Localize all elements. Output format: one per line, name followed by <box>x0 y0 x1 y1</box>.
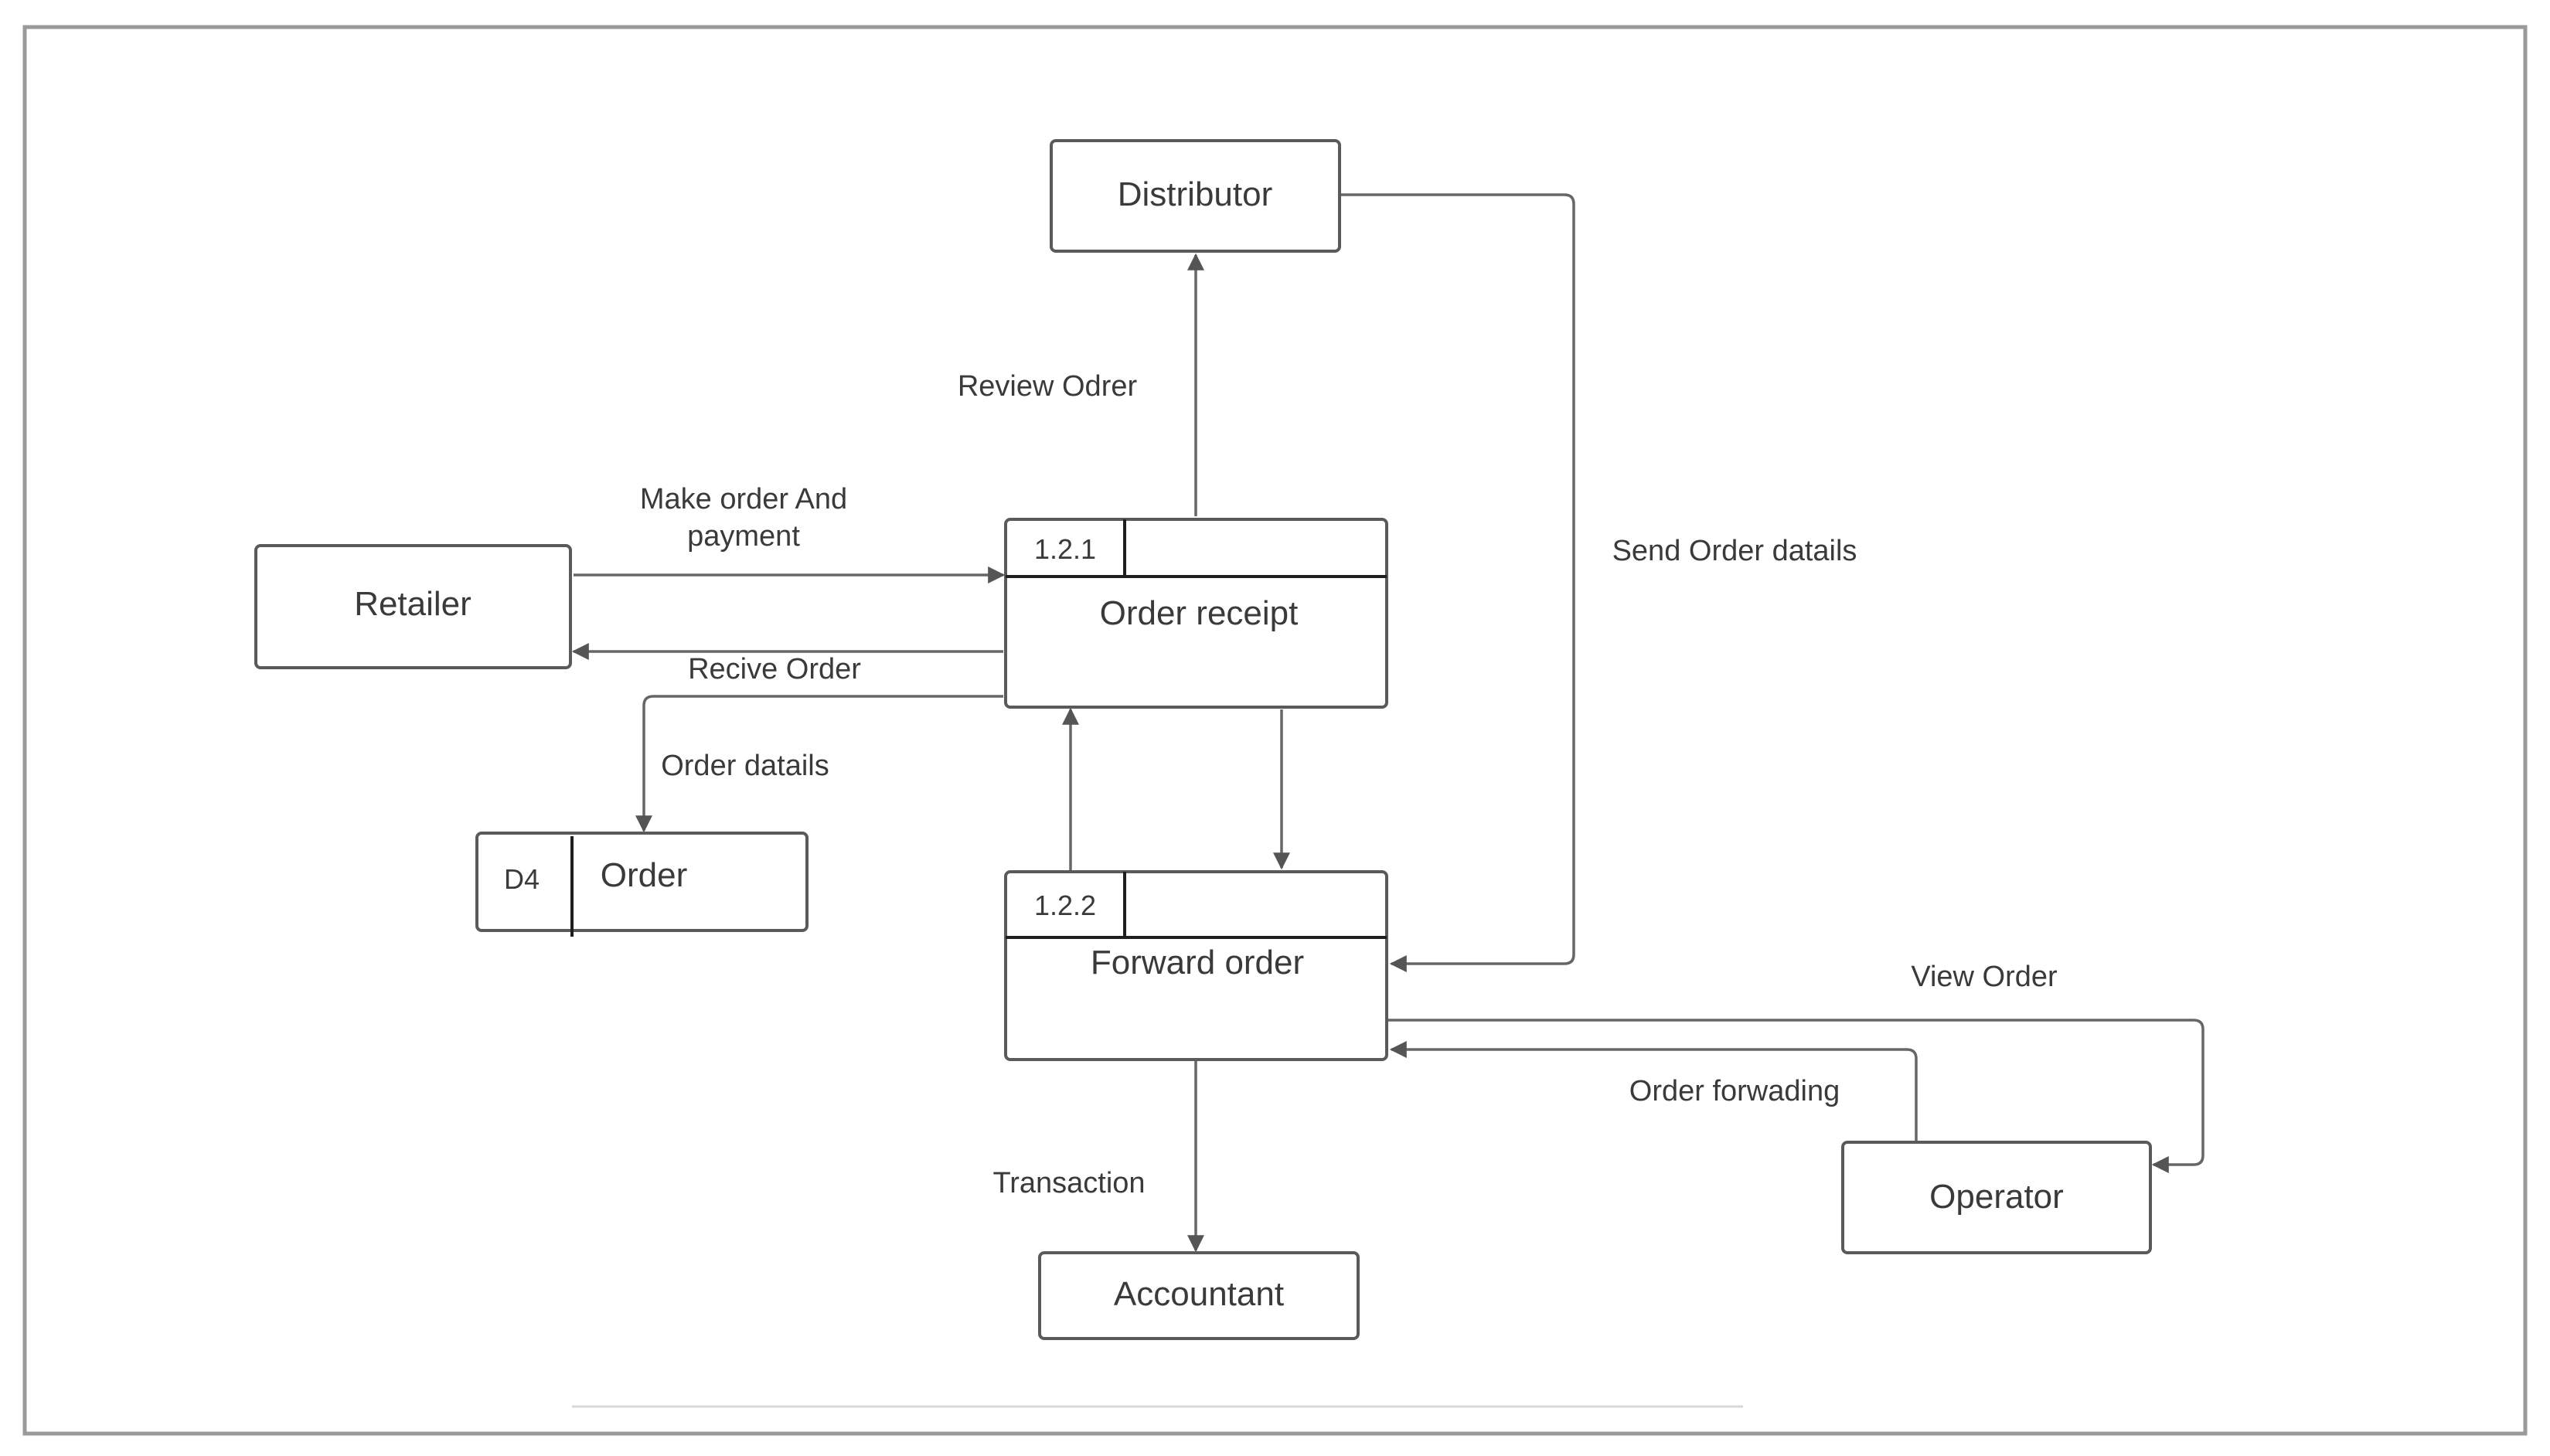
process-forward-order: 1.2.2 Forward order <box>1004 870 1388 1061</box>
label-recive-order: Recive Order <box>688 653 861 685</box>
label-review-order: Review Odrer <box>958 370 1138 403</box>
page-frame <box>22 25 2528 1436</box>
label-order-forwading: Order forwading <box>1629 1075 1840 1107</box>
entity-operator-label: Operator <box>1929 1178 2064 1216</box>
entity-accountant-label: Accountant <box>1114 1275 1284 1313</box>
entity-accountant: Accountant <box>1038 1251 1360 1340</box>
flow-order-forwading <box>1389 1041 1918 1142</box>
entity-distributor-label: Distributor <box>1118 175 1273 213</box>
process-order-receipt-label: Order receipt <box>1100 594 1299 632</box>
process-order-receipt: 1.2.1 Order receipt <box>1004 518 1388 709</box>
flow-order-datails <box>635 695 1003 833</box>
data-store-label: Order <box>601 856 687 894</box>
process-forward-order-id: 1.2.2 <box>1034 890 1096 921</box>
flow-send-order-datails <box>1340 193 1575 972</box>
label-make-order-line2: payment <box>687 520 800 553</box>
process-forward-order-label: Forward order <box>1091 944 1304 981</box>
process-order-receipt-id: 1.2.1 <box>1034 533 1096 565</box>
data-store-order: D4 Order <box>475 832 809 937</box>
entity-retailer-label: Retailer <box>354 585 472 623</box>
label-transaction: Transaction <box>992 1167 1145 1199</box>
entity-operator: Operator <box>1841 1141 2152 1254</box>
data-store-id: D4 <box>504 863 540 895</box>
flow-view-order <box>1388 1019 2204 1173</box>
label-order-datails: Order datails <box>661 750 829 782</box>
label-make-order-line1: Make order And <box>640 483 847 515</box>
label-view-order: View Order <box>1911 961 2058 993</box>
entity-retailer: Retailer <box>254 544 572 669</box>
label-send-order-datails: Send Order datails <box>1612 535 1857 567</box>
entity-distributor: Distributor <box>1050 139 1341 253</box>
